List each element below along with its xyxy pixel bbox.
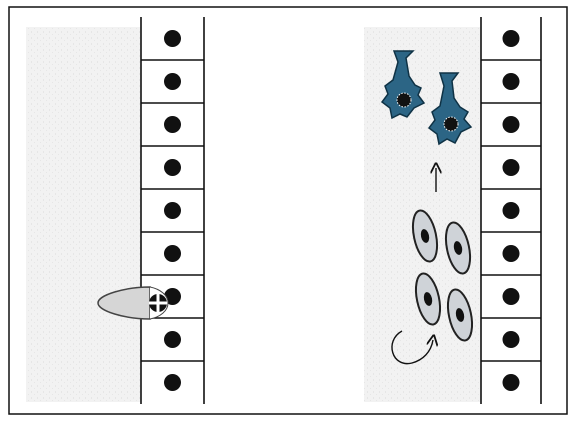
left-nucleus (164, 159, 181, 176)
left-nucleus (164, 30, 181, 47)
left-nucleus (164, 73, 181, 90)
right-nucleus (503, 245, 520, 262)
right-panel (364, 17, 541, 404)
left-nucleus (164, 202, 181, 219)
left-nucleus (164, 245, 181, 262)
migrating-cell-nucleus (149, 294, 167, 312)
right-nucleus (503, 202, 520, 219)
right-nucleus (503, 30, 520, 47)
right-nucleus (503, 288, 520, 305)
left-nucleus (164, 331, 181, 348)
right-nucleus (503, 331, 520, 348)
left-shaded-region (26, 27, 141, 402)
right-nucleus (503, 374, 520, 391)
left-panel (26, 17, 204, 404)
right-nucleus (503, 73, 520, 90)
left-nucleus (164, 116, 181, 133)
right-nucleus (503, 159, 520, 176)
right-nucleus (503, 116, 520, 133)
left-nucleus (164, 374, 181, 391)
